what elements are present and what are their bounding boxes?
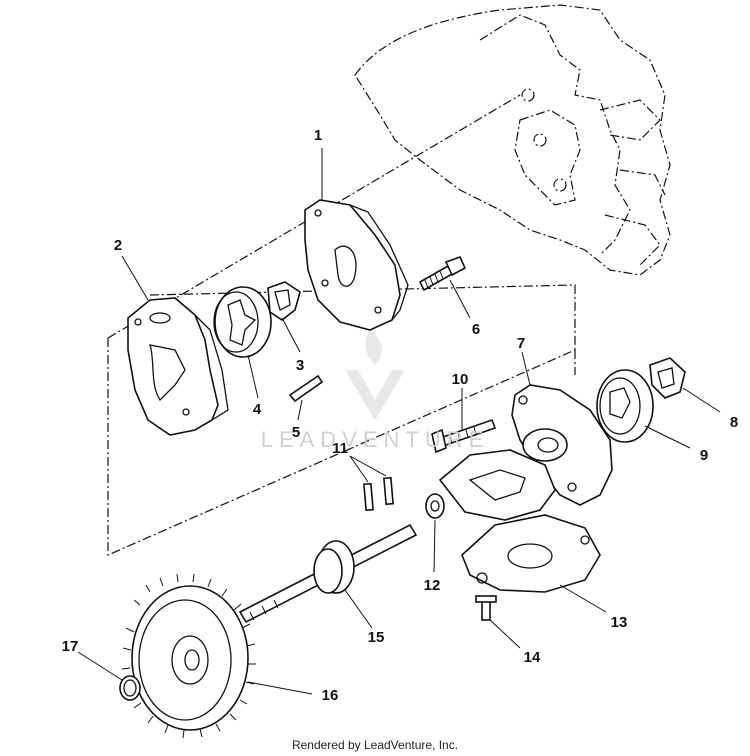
- bolt-part-6: [418, 255, 467, 292]
- callout-8: 8: [730, 414, 738, 431]
- housing-plate: [438, 449, 556, 521]
- callout-4: 4: [253, 401, 262, 418]
- callout-13: 13: [611, 614, 628, 631]
- callout-17: 17: [62, 638, 79, 655]
- shaft-part-15: [238, 523, 418, 624]
- leader-lines: [77, 148, 721, 695]
- callout-1: 1: [314, 127, 322, 144]
- engine-crankcase: [354, 4, 671, 276]
- pump-housing-part-7: [511, 384, 613, 506]
- bolt-part-10: [431, 418, 497, 454]
- outer-rotor-part-9: [596, 369, 654, 443]
- screw-part-14: [475, 595, 497, 621]
- callout-15: 15: [368, 629, 385, 646]
- callout-10: 10: [452, 371, 469, 388]
- pump-body-part-2: [127, 297, 229, 436]
- callout-14: 14: [524, 649, 541, 666]
- callout-2: 2: [114, 237, 122, 254]
- footer-credit: Rendered by LeadVenture, Inc.: [291, 738, 459, 752]
- inner-rotor-part-3: [267, 281, 301, 321]
- pins-part-11: [363, 476, 394, 512]
- callout-labels: 1 2 3 4 5 6 7 8 9 10 11 12 13 14 15 16 1…: [62, 127, 739, 704]
- watermark-text: LEADVENTURE: [261, 427, 490, 452]
- inner-rotor-part-8: [649, 357, 686, 399]
- ring-part-17: [119, 675, 141, 701]
- pin-part-5: [288, 374, 324, 403]
- pump-cover-part-1: [304, 199, 409, 331]
- callout-6: 6: [472, 321, 480, 338]
- outer-rotor-part-4: [213, 286, 272, 358]
- callout-11: 11: [332, 440, 348, 457]
- gear-part-16: [121, 573, 256, 739]
- callout-16: 16: [322, 687, 339, 704]
- watermark-logo: LEADVENTURE: [261, 330, 490, 452]
- gasket-part-13: [461, 514, 601, 593]
- callout-3: 3: [296, 357, 304, 374]
- callout-12: 12: [424, 577, 441, 594]
- washer-part-12: [425, 493, 445, 519]
- callout-5: 5: [292, 424, 300, 441]
- callout-7: 7: [517, 335, 525, 352]
- callout-9: 9: [700, 447, 708, 464]
